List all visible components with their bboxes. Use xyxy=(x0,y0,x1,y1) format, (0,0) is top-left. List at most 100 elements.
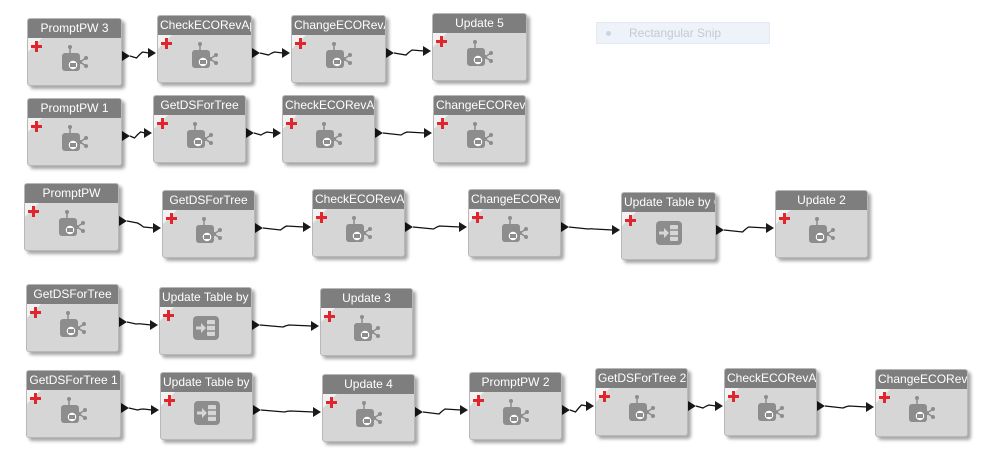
workflow-node[interactable]: Update Table by Q xyxy=(159,287,252,355)
workflow-node[interactable]: GetDSForTree 1 xyxy=(26,370,121,438)
workflow-node[interactable]: CheckECORevApp xyxy=(282,95,375,163)
node-title: GetDSForTree xyxy=(154,96,245,115)
input-port-arrow[interactable] xyxy=(150,320,158,330)
input-port-arrow[interactable] xyxy=(612,225,620,235)
add-plus-icon[interactable] xyxy=(436,36,447,47)
workflow-node[interactable]: Update Table by Q xyxy=(160,372,253,440)
add-plus-icon[interactable] xyxy=(157,118,168,129)
add-plus-icon[interactable] xyxy=(473,395,484,406)
add-plus-icon[interactable] xyxy=(316,212,327,223)
add-plus-icon[interactable] xyxy=(324,311,335,322)
output-port-arrow[interactable] xyxy=(253,405,261,415)
workflow-node[interactable]: CheckECORevApp xyxy=(157,15,252,83)
output-port-arrow[interactable] xyxy=(561,222,569,232)
node-title: GetDSForTree 2 xyxy=(596,369,687,388)
workflow-node[interactable]: Update Table by Q xyxy=(621,192,716,260)
input-port-arrow[interactable] xyxy=(144,128,152,138)
workflow-node[interactable]: ChangeECORevApp xyxy=(468,189,561,257)
add-plus-icon[interactable] xyxy=(437,118,448,129)
output-port-arrow[interactable] xyxy=(688,401,696,411)
workflow-node[interactable]: PromptPW 2 xyxy=(469,372,562,440)
add-plus-icon[interactable] xyxy=(28,206,39,217)
workflow-node[interactable]: Update 2 xyxy=(775,190,868,258)
input-port-arrow[interactable] xyxy=(273,128,281,138)
workflow-node[interactable]: PromptPW xyxy=(24,183,119,251)
add-plus-icon[interactable] xyxy=(164,395,175,406)
output-port-arrow[interactable] xyxy=(246,128,254,138)
output-port-arrow[interactable] xyxy=(405,222,413,232)
output-port-arrow[interactable] xyxy=(716,225,724,235)
add-plus-icon[interactable] xyxy=(326,397,337,408)
rectangular-snip-overlay: Rectangular Snip xyxy=(596,22,770,44)
workflow-node[interactable]: GetDSForTree xyxy=(153,95,246,163)
input-port-arrow[interactable] xyxy=(715,401,723,411)
add-plus-icon[interactable] xyxy=(472,212,483,223)
input-port-arrow[interactable] xyxy=(424,128,432,138)
input-port-arrow[interactable] xyxy=(153,223,161,233)
workflow-node[interactable]: ChangeECORevApp xyxy=(433,95,526,163)
add-plus-icon[interactable] xyxy=(31,121,42,132)
add-plus-icon[interactable] xyxy=(295,38,306,49)
input-port-arrow[interactable] xyxy=(148,48,156,58)
connection-line xyxy=(128,407,153,411)
output-port-arrow[interactable] xyxy=(119,317,127,327)
output-port-arrow[interactable] xyxy=(817,401,825,411)
workflow-node[interactable]: GetDSForTree xyxy=(26,284,119,352)
input-port-arrow[interactable] xyxy=(423,46,431,56)
input-port-arrow[interactable] xyxy=(151,405,159,415)
task-icon xyxy=(464,38,496,70)
connection-line xyxy=(262,225,305,231)
output-port-arrow[interactable] xyxy=(122,51,130,61)
workflow-node[interactable]: GetDSForTree 2 xyxy=(595,368,688,436)
output-port-arrow[interactable] xyxy=(122,131,130,141)
output-port-arrow[interactable] xyxy=(562,405,570,415)
add-plus-icon[interactable] xyxy=(728,391,739,402)
input-port-arrow[interactable] xyxy=(460,405,468,415)
input-port-arrow[interactable] xyxy=(282,48,290,58)
workflow-node[interactable]: ChangeECORevApp xyxy=(291,15,386,83)
workflow-node[interactable]: CheckECORevApp xyxy=(312,189,405,257)
output-port-arrow[interactable] xyxy=(415,407,423,417)
input-port-arrow[interactable] xyxy=(586,401,594,411)
add-plus-icon[interactable] xyxy=(30,307,41,318)
add-plus-icon[interactable] xyxy=(599,391,610,402)
add-plus-icon[interactable] xyxy=(163,310,174,321)
task-icon xyxy=(193,215,225,247)
workflow-node[interactable]: Update 3 xyxy=(320,288,413,356)
output-port-arrow[interactable] xyxy=(252,320,260,330)
workflow-node[interactable]: GetDSForTree xyxy=(162,190,255,258)
input-port-arrow[interactable] xyxy=(313,407,321,417)
add-plus-icon[interactable] xyxy=(879,392,890,403)
workflow-node[interactable]: PromptPW 3 xyxy=(27,18,122,86)
workflow-node[interactable]: PromptPW 1 xyxy=(27,98,122,166)
output-port-arrow[interactable] xyxy=(121,403,129,413)
add-plus-icon[interactable] xyxy=(625,215,636,226)
workflow-node[interactable]: ChangeECORevApp xyxy=(875,369,968,437)
add-plus-icon[interactable] xyxy=(31,41,42,52)
connection-line xyxy=(259,51,284,56)
add-plus-icon[interactable] xyxy=(779,213,790,224)
add-plus-icon[interactable] xyxy=(161,38,172,49)
workflow-node[interactable]: CheckECORevApp xyxy=(724,368,817,436)
add-plus-icon[interactable] xyxy=(30,393,41,404)
output-port-arrow[interactable] xyxy=(375,128,383,138)
input-port-arrow[interactable] xyxy=(459,222,467,232)
workflow-node[interactable]: Update 4 xyxy=(322,374,415,442)
workflow-node[interactable]: Update 5 xyxy=(432,13,527,81)
node-title: Update Table by Q xyxy=(160,288,251,307)
connection-line xyxy=(129,51,150,59)
output-port-arrow[interactable] xyxy=(252,48,260,58)
output-port-arrow[interactable] xyxy=(255,223,263,233)
output-port-arrow[interactable] xyxy=(119,216,127,226)
input-port-arrow[interactable] xyxy=(303,222,311,232)
input-port-arrow[interactable] xyxy=(866,402,874,412)
output-port-arrow[interactable] xyxy=(386,48,394,58)
input-port-arrow[interactable] xyxy=(311,321,319,331)
add-plus-icon[interactable] xyxy=(286,118,297,129)
add-plus-icon[interactable] xyxy=(166,213,177,224)
task-icon xyxy=(313,120,345,152)
node-title: Update 2 xyxy=(776,191,867,210)
task-icon xyxy=(806,215,838,247)
input-port-arrow[interactable] xyxy=(766,223,774,233)
